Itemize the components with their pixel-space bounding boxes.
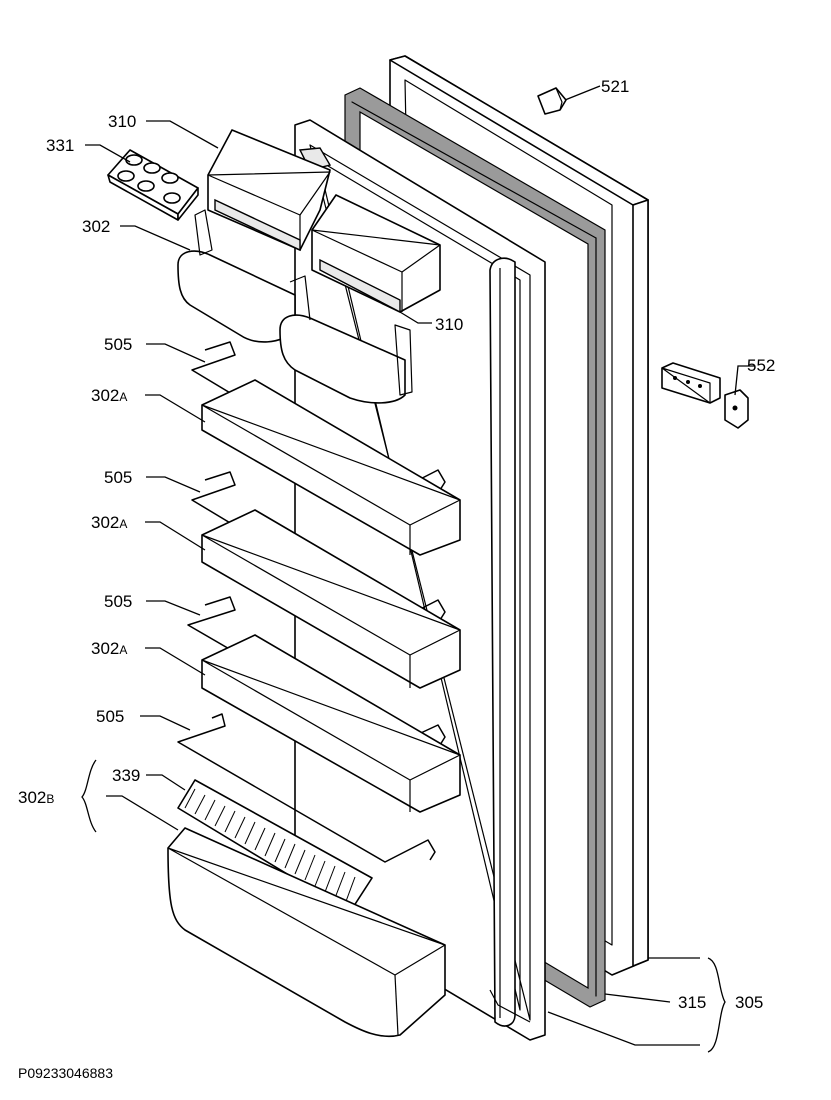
wire-rail-505-4 bbox=[177, 713, 436, 863]
leader-lines bbox=[81, 85, 755, 1053]
callout-302B: 302B bbox=[18, 788, 54, 807]
door-shelf-302A-2 bbox=[191, 471, 461, 689]
door-shelf-302-left bbox=[177, 209, 296, 343]
callout-331: 331 bbox=[46, 136, 74, 155]
callout-552: 552 bbox=[747, 356, 775, 375]
hinge-bracket-552 bbox=[661, 362, 749, 429]
callout-339: 339 bbox=[112, 766, 140, 785]
callout-505-3: 505 bbox=[104, 592, 132, 611]
hinge-cover-521 bbox=[537, 87, 567, 115]
callout-505-2: 505 bbox=[104, 468, 132, 487]
callout-310-top: 310 bbox=[108, 112, 136, 131]
callout-305: 305 bbox=[735, 993, 763, 1012]
callout-302A-2: 302A bbox=[91, 513, 127, 532]
callout-505-1: 505 bbox=[104, 335, 132, 354]
door-shelf-302A-3 bbox=[187, 596, 461, 813]
callout-505-4: 505 bbox=[96, 707, 124, 726]
dairy-box-310-left bbox=[207, 129, 331, 252]
callout-302A-3: 302A bbox=[91, 639, 127, 658]
dairy-box-310-right bbox=[311, 194, 441, 314]
callout-302: 302 bbox=[82, 217, 110, 236]
door-shelf-302A-1 bbox=[191, 341, 461, 556]
drawing-code: P09233046883 bbox=[18, 1065, 113, 1081]
callout-315: 315 bbox=[678, 993, 706, 1012]
callout-310-right: 310 bbox=[435, 315, 463, 334]
callout-521: 521 bbox=[601, 77, 629, 96]
door-shelf-302B bbox=[167, 827, 446, 1038]
callout-302A-1: 302A bbox=[91, 386, 127, 405]
egg-tray-331 bbox=[107, 149, 199, 221]
door-shelf-302-right bbox=[279, 275, 413, 404]
